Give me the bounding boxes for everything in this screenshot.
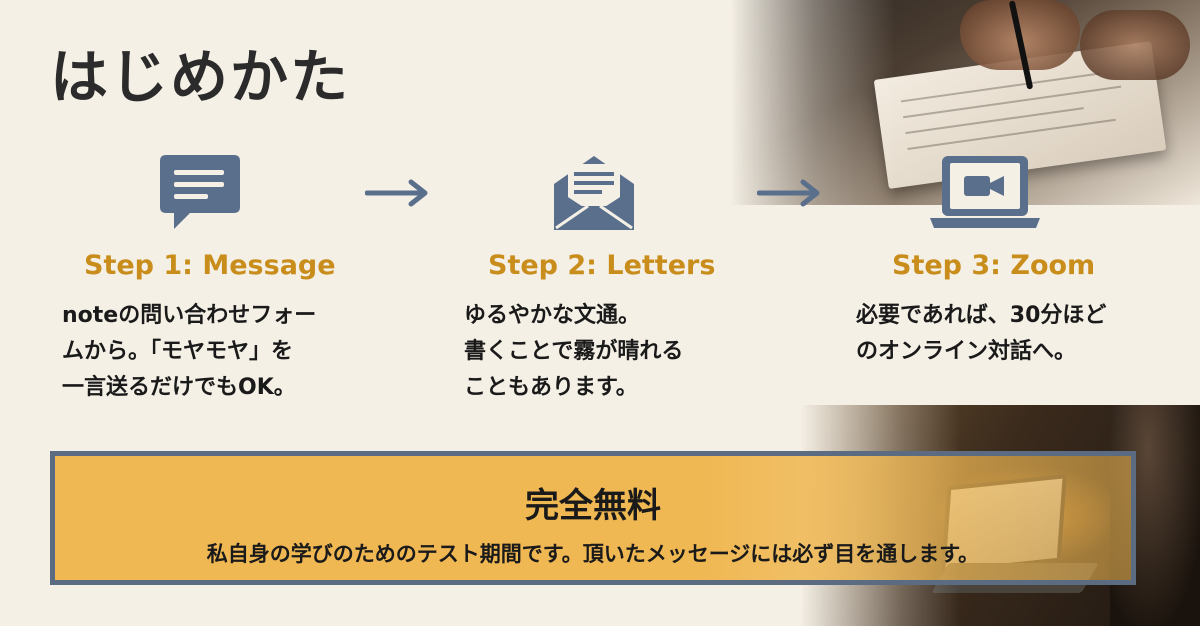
step-1-title: Step 1: Message (84, 250, 336, 281)
page-title: はじめかた (50, 43, 351, 111)
step-1-line: 一言送るだけでもOK。 (62, 375, 296, 400)
arrow-right-icon (365, 179, 428, 207)
resting-hand (1080, 10, 1190, 80)
chat-bubble-icon (160, 155, 240, 229)
step-1-description: noteの問い合わせフォー ムから。「モヤモヤ」を 一言送るだけでもOK。 (62, 298, 316, 406)
open-envelope-icon (554, 156, 634, 230)
step-3-description: 必要であれば、30分ほど のオンライン対話へ。 (856, 298, 1106, 370)
step-2-line: ゆるやかな文通。 (464, 303, 641, 328)
step-2-line: こともあります。 (464, 375, 638, 400)
step-2-description: ゆるやかな文通。 書くことで霧が晴れる こともあります。 (464, 298, 683, 406)
step-2-line: 書くことで霧が晴れる (464, 339, 684, 364)
arrow-right-icon (757, 179, 820, 207)
banner-title: 完全無料 (525, 486, 661, 526)
step-3-line: 必要であれば、30分ほど (856, 303, 1107, 328)
step-1-line: noteの問い合わせフォー (62, 303, 317, 328)
step-3-title: Step 3: Zoom (892, 250, 1096, 281)
step-3-line: のオンライン対話へ。 (856, 339, 1077, 364)
free-banner: 完全無料 私自身の学びのためのテスト期間です。頂いたメッセージには必ず目を通しま… (50, 451, 1136, 585)
banner-description: 私自身の学びのためのテスト期間です。頂いたメッセージには必ず目を通します。 (206, 542, 980, 566)
laptop-video-icon (930, 156, 1040, 228)
step-2-title: Step 2: Letters (488, 250, 716, 281)
step-1-line: ムから。「モヤモヤ」を (62, 339, 294, 364)
